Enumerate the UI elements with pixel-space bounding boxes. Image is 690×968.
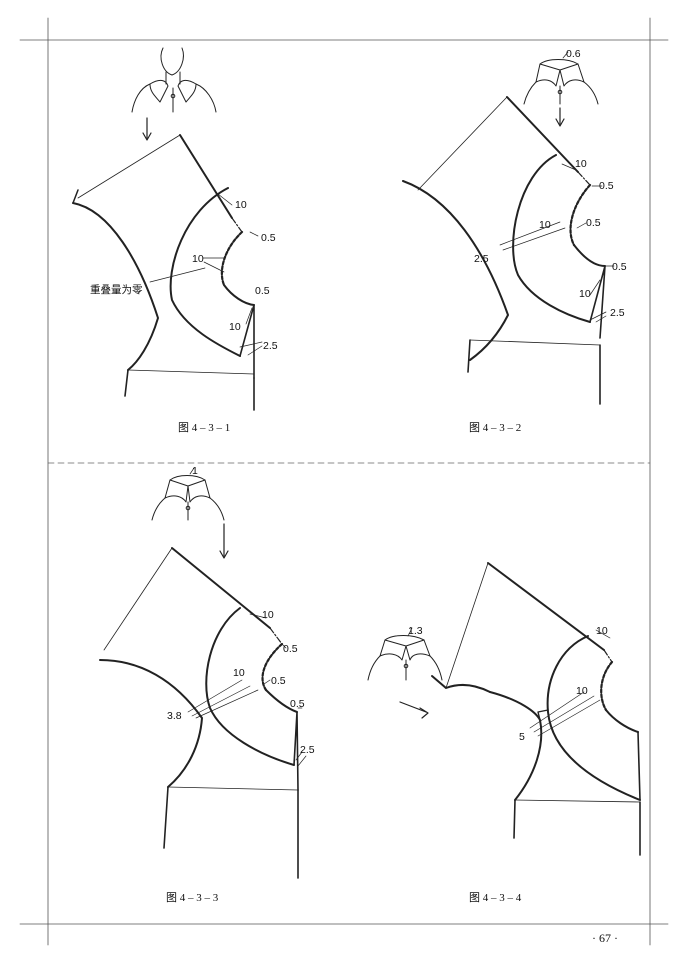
collar-sketch-4 — [367, 627, 443, 681]
fig4-label-10-a: 10 — [596, 625, 608, 637]
fig2-label-10-a: 10 — [575, 158, 587, 170]
fig1-caption: 图 4 – 3 – 1 — [178, 421, 230, 434]
figure-4-3-3 — [99, 467, 307, 879]
collar-sketch-2 — [523, 51, 599, 105]
collar-sketch-3 — [151, 467, 225, 521]
fig3-label-05-f: 0.5 — [290, 698, 305, 710]
fig1-label-10-c: 10 — [192, 253, 204, 265]
fig3-label-10-a: 10 — [262, 609, 274, 621]
fig3-label-10-c: 10 — [233, 667, 245, 679]
fig1-overlap-note: 重叠量为零 — [90, 283, 143, 296]
fig2-label-05-b: 0.5 — [599, 180, 614, 192]
fig3-caption: 图 4 – 3 – 3 — [166, 891, 219, 904]
fig3-label-25-g: 2.5 — [300, 744, 315, 756]
page-frame — [19, 17, 669, 946]
fig3-label-05-d: 0.5 — [271, 675, 286, 687]
fig4-label-13-top: 1.3 — [408, 625, 423, 637]
fig2-label-10-c: 10 — [539, 219, 551, 231]
fig4-caption: 图 4 – 3 – 4 — [469, 891, 522, 904]
page-number: · 67 · — [592, 931, 618, 945]
fig2-label-25-e: 2.5 — [474, 253, 489, 265]
fig3-label-38-e: 3.8 — [167, 710, 182, 722]
figure-4-3-1 — [72, 47, 263, 411]
figure-4-3-4 — [367, 562, 641, 856]
fig2-label-05-f: 0.5 — [612, 261, 627, 273]
fig2-label-25-h: 2.5 — [610, 307, 625, 319]
collar-sketch-1 — [131, 47, 217, 113]
fig2-label-05-d: 0.5 — [586, 217, 601, 229]
fig2-label-10-g: 10 — [579, 288, 591, 300]
fig3-label-1-top: 1 — [192, 465, 198, 477]
fig1-label-05-b: 0.5 — [261, 232, 276, 244]
fig2-caption: 图 4 – 3 – 2 — [469, 421, 521, 434]
fig1-label-10-a: 10 — [235, 199, 247, 211]
fig1-label-25-f: 2.5 — [263, 340, 278, 352]
fig3-label-05-b: 0.5 — [283, 643, 298, 655]
figure-4-3-2 — [402, 51, 615, 405]
fig1-label-10-e: 10 — [229, 321, 241, 333]
fig4-label-10-b: 10 — [576, 685, 588, 697]
fig2-label-06-top: 0.6 — [566, 48, 581, 60]
fig4-label-5-c: 5 — [519, 731, 525, 743]
fig1-label-05-d: 0.5 — [255, 285, 270, 297]
